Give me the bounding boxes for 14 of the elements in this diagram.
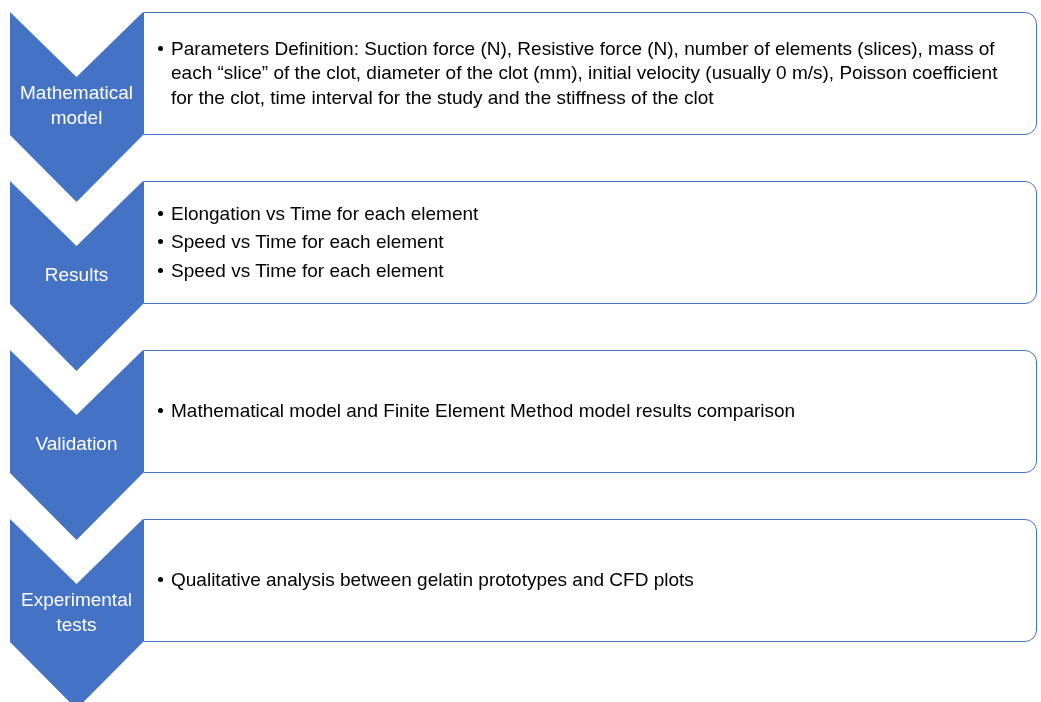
detail-box <box>143 181 1037 304</box>
step-label: Experimental tests <box>20 588 133 637</box>
step-label: Mathematical model <box>19 81 134 130</box>
detail-box <box>143 519 1037 642</box>
bullet-text: Speed vs Time for each element <box>171 230 444 255</box>
detail-box <box>143 12 1037 135</box>
bullet-text: Mathematical model and Finite Element Method model results comparison <box>171 399 796 424</box>
detail-box <box>143 350 1037 473</box>
step-label: Validation <box>35 431 118 456</box>
bullet-text: Qualitative analysis between gelatin prototypes and CFD plots <box>171 568 694 593</box>
bullet-text: Parameters Definition: Suction force (N), Resistive force (N), number of elements (slices), mass of each “slice” of the clot, diameter of the clot (mm), initial velocity (usually 0 m/s), Poisson coefficient for the clot, time interval for the study and the stiffness of the clot <box>171 37 999 110</box>
bullet-text: Elongation vs Time for each element <box>171 202 479 227</box>
bullet-text: Speed vs Time for each element <box>171 258 444 283</box>
step-label: Results <box>44 262 109 287</box>
